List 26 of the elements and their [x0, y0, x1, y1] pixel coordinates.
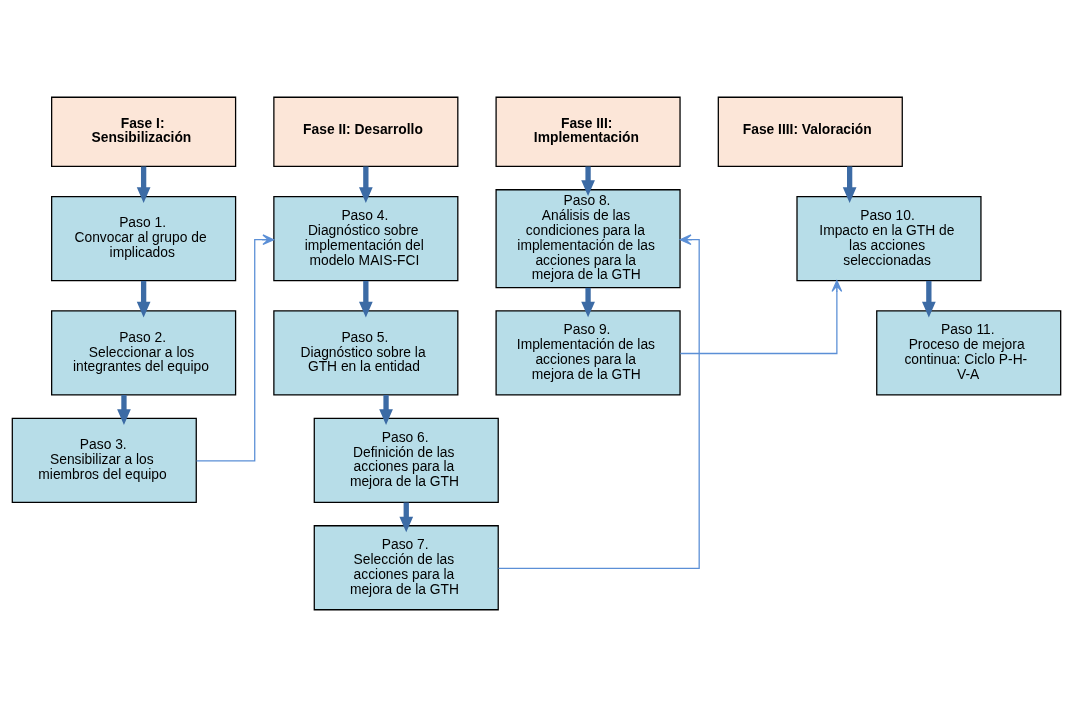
- node-box: Fase IIII: Valoración: [717, 96, 903, 167]
- arrow: [359, 280, 373, 318]
- node-box: Paso 10. Impacto en la GTH de las acciones seleccionadas: [796, 196, 982, 282]
- arrow: [379, 395, 393, 425]
- arrow: [136, 280, 151, 318]
- node-box: Paso 7. Selección de las acciones para la mejora de la GTH: [313, 525, 499, 611]
- node-box: Fase III: Implementación: [495, 96, 681, 167]
- node-box: Paso 11. Proceso de mejora continua: Ciclo P-H-V-A: [876, 310, 1062, 396]
- node-box: Paso 2. Seleccionar a los integrantes del equipo: [51, 310, 237, 396]
- node-box: Fase I: Sensibilización: [51, 96, 237, 167]
- node-box: Paso 6. Definición de las acciones para la mejora de la GTH: [313, 417, 499, 503]
- arrow: [922, 280, 936, 318]
- node-box: Paso 3. Sensibilizar a los miembros del equipo: [11, 417, 197, 503]
- arrow: [136, 166, 151, 203]
- node-box: Paso 4. Diagnóstico sobre implementación del modelo MAIS-FCI: [273, 196, 459, 282]
- arrow: [581, 287, 595, 318]
- node-box: Paso 9. Implementación de las acciones para la mejora de la GTH: [495, 310, 681, 396]
- node-box: Paso 1. Convocar al grupo de implicados: [51, 196, 237, 282]
- node-box: Paso 5. Diagnóstico sobre la GTH en la entidad: [273, 310, 459, 396]
- arrow: [842, 166, 857, 203]
- arrow: [195, 234, 275, 462]
- node-box: Paso 8. Análisis de las condiciones para la implementación de las acciones para la mejora de la GTH: [495, 189, 681, 289]
- arrow: [359, 166, 373, 203]
- arrow: [679, 280, 843, 355]
- arrow: [117, 395, 131, 425]
- node-box: Fase II: Desarrollo: [273, 96, 459, 167]
